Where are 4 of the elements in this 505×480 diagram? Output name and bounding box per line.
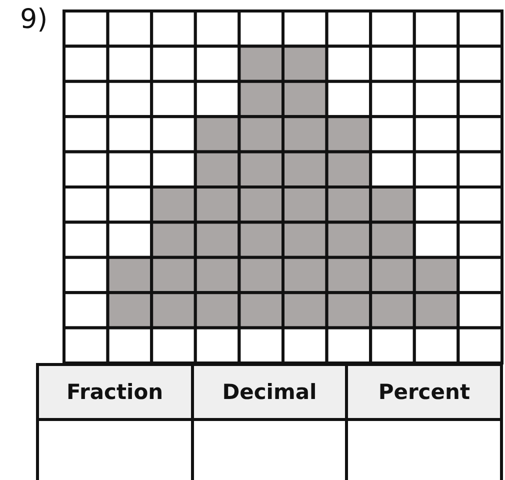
column-header: Fraction (38, 364, 192, 420)
problem-number: 9) (20, 6, 48, 33)
column-header: Decimal (192, 364, 347, 420)
column-header: Percent (346, 364, 502, 420)
